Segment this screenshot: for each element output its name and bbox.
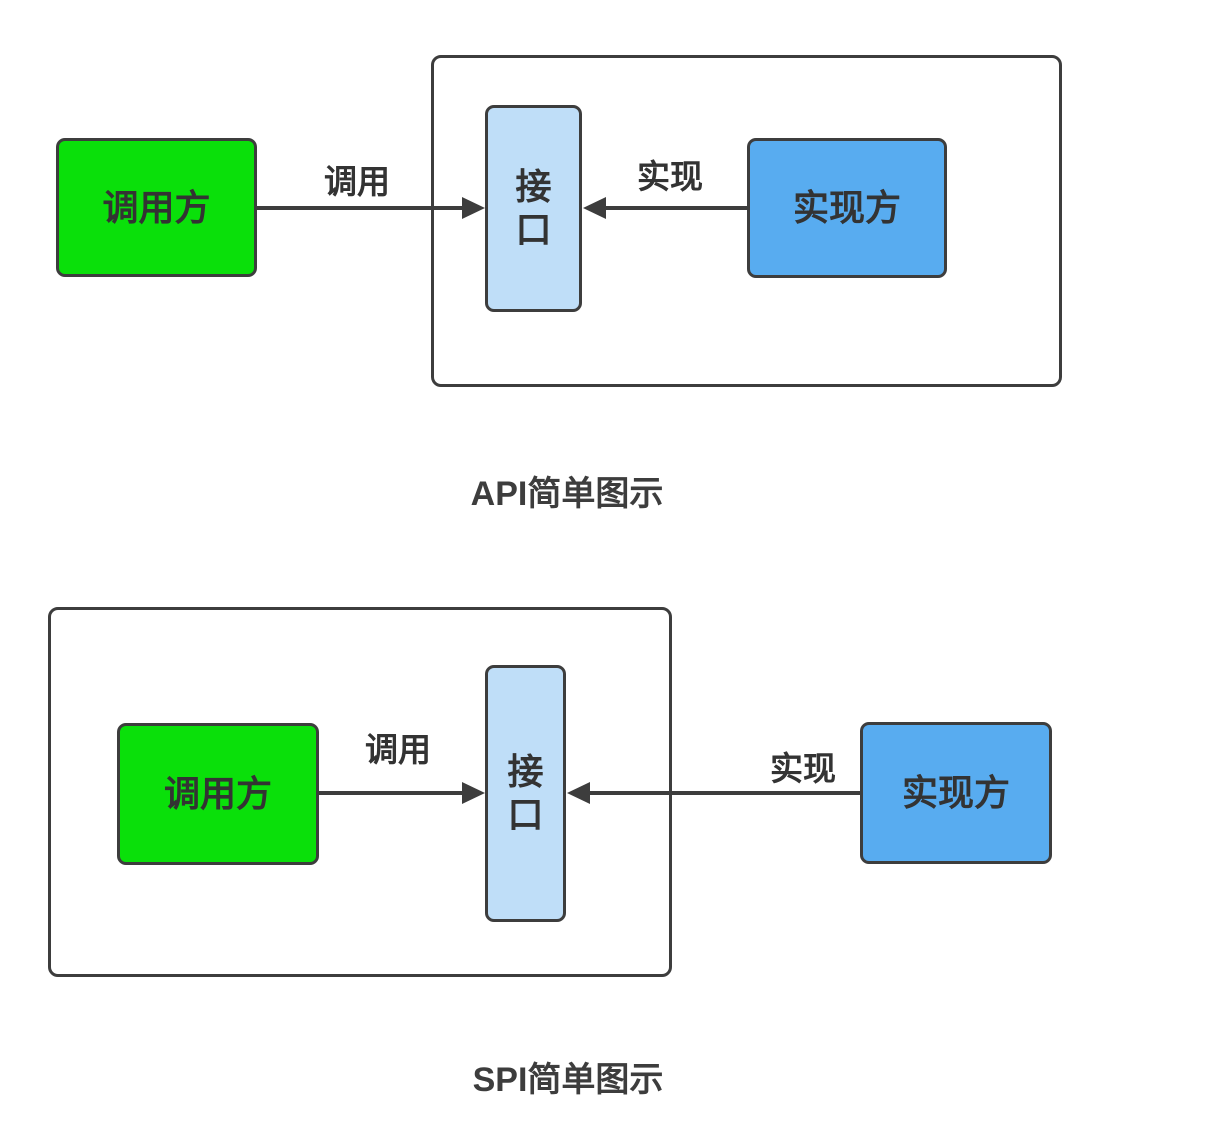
spi-caption: SPI简单图示 bbox=[472, 1061, 664, 1099]
spi-implement-arrow-line bbox=[588, 791, 860, 795]
api-caller-box: 调用方 bbox=[56, 138, 257, 277]
spi-interface-label-line2: 口 bbox=[507, 793, 544, 835]
api-implement-arrow-line bbox=[604, 206, 747, 210]
api-interface-box: 接 口 bbox=[485, 105, 582, 312]
spi-call-arrow-line bbox=[319, 791, 463, 795]
api-interface-label-line2: 口 bbox=[515, 208, 552, 250]
spi-call-arrowhead-icon bbox=[462, 782, 485, 804]
api-interface-label-line1: 接 bbox=[515, 166, 552, 208]
spi-interface-label-line1: 接 bbox=[507, 751, 544, 793]
spi-implement-arrowhead-icon bbox=[567, 782, 590, 804]
api-implement-arrow-label: 实现 bbox=[637, 158, 703, 195]
api-implementer-box: 实现方 bbox=[747, 138, 947, 278]
spi-interface-box: 接 口 bbox=[485, 665, 566, 922]
api-call-arrowhead-icon bbox=[462, 197, 485, 219]
spi-implementer-box: 实现方 bbox=[860, 722, 1052, 864]
api-implement-arrowhead-icon bbox=[583, 197, 606, 219]
spi-call-arrow-label: 调用 bbox=[365, 731, 431, 768]
api-caller-label: 调用方 bbox=[102, 186, 211, 228]
api-call-arrow-label: 调用 bbox=[324, 163, 390, 200]
api-implementer-label: 实现方 bbox=[792, 187, 901, 229]
spi-implementer-label: 实现方 bbox=[901, 772, 1010, 814]
spi-implement-arrow-label: 实现 bbox=[770, 750, 836, 787]
spi-caller-box: 调用方 bbox=[117, 723, 319, 865]
spi-caller-label: 调用方 bbox=[163, 773, 272, 815]
api-call-arrow-line bbox=[257, 206, 463, 210]
api-caption: API简单图示 bbox=[470, 475, 664, 513]
